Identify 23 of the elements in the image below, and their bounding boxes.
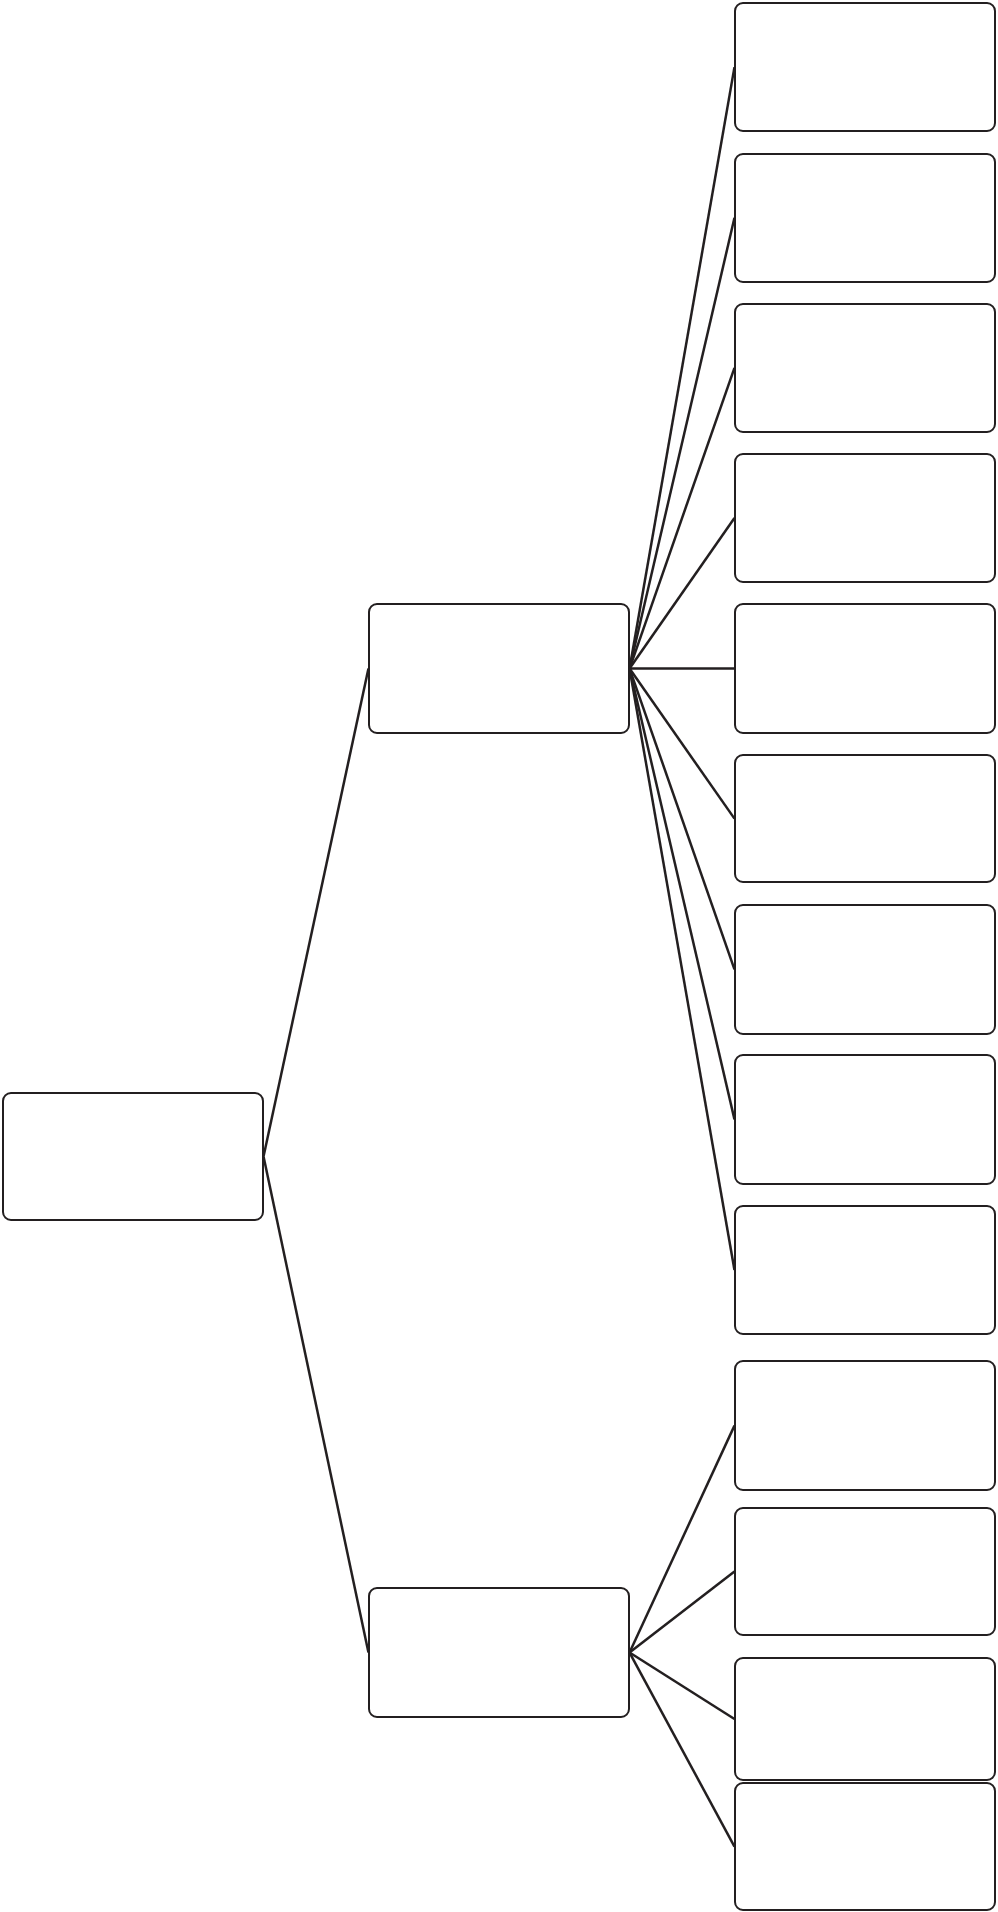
empty-box — [734, 152, 996, 284]
empty-box — [734, 602, 996, 735]
connector-line — [262, 1156, 370, 1653]
connector-line — [262, 668, 370, 1157]
empty-box — [734, 1782, 996, 1911]
empty-box — [2, 1091, 264, 1222]
empty-box — [734, 1506, 996, 1637]
empty-box — [734, 1054, 996, 1185]
empty-box — [734, 1656, 996, 1782]
connector-line — [629, 667, 735, 670]
empty-box — [368, 602, 630, 735]
connector-line — [628, 1651, 736, 1721]
empty-box — [734, 452, 996, 584]
connector-line — [628, 517, 736, 670]
connector-line — [628, 667, 736, 820]
empty-box — [734, 2, 996, 132]
empty-box — [368, 1587, 630, 1718]
empty-box — [734, 1360, 996, 1491]
empty-box — [734, 904, 996, 1035]
empty-box — [734, 302, 996, 434]
connector-line — [628, 1570, 736, 1654]
empty-box — [734, 1205, 996, 1335]
empty-box — [734, 754, 996, 884]
